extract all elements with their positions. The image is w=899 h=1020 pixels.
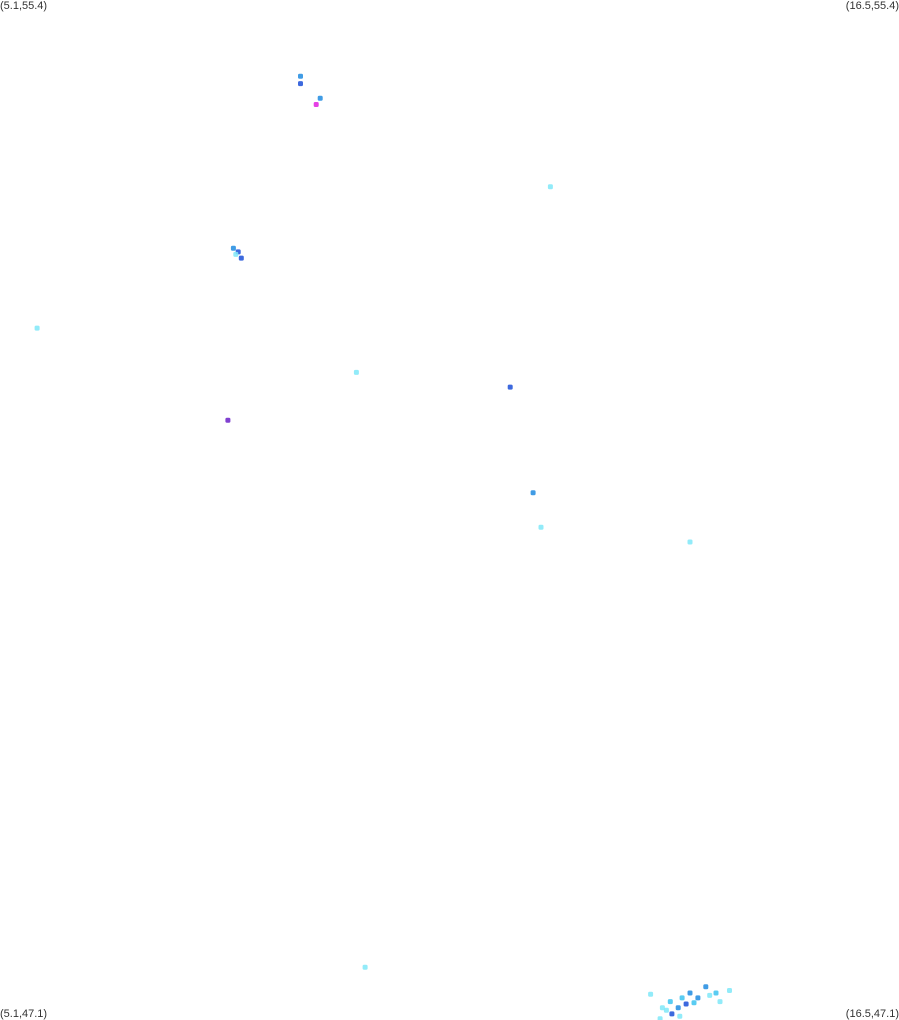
map-point[interactable] <box>547 184 553 190</box>
map-point[interactable] <box>238 255 244 261</box>
map-point[interactable] <box>34 325 40 331</box>
map-point[interactable] <box>695 995 701 1001</box>
map-point[interactable] <box>313 102 319 107</box>
map-point[interactable] <box>659 1005 665 1011</box>
map-point[interactable] <box>687 990 693 996</box>
map-point[interactable] <box>362 964 368 970</box>
map-point[interactable] <box>677 1013 683 1019</box>
corner-label-top-left: (5.1,55.4) <box>0 0 48 12</box>
map-point[interactable] <box>663 1007 669 1013</box>
map-point[interactable] <box>667 999 673 1005</box>
map-point[interactable] <box>507 384 513 390</box>
map-point[interactable] <box>707 992 713 998</box>
map-point[interactable] <box>727 988 732 993</box>
corner-label-bottom-right: (16.5,47.1) <box>845 1008 899 1020</box>
corner-label-bottom-left: (5.1,47.1) <box>0 1008 48 1020</box>
map-point[interactable] <box>683 1001 689 1007</box>
map-point[interactable] <box>713 990 719 996</box>
map-point[interactable] <box>353 369 359 375</box>
map-point[interactable] <box>317 95 323 101</box>
points-layer <box>34 73 732 1020</box>
map-point[interactable] <box>230 245 236 251</box>
map-point[interactable] <box>225 417 231 423</box>
map-point[interactable] <box>703 984 709 990</box>
map-point[interactable] <box>691 1000 697 1006</box>
map-point[interactable] <box>538 524 544 530</box>
map-point[interactable] <box>717 999 723 1005</box>
map-point[interactable] <box>675 1005 681 1011</box>
map-point[interactable] <box>648 991 654 997</box>
map-point[interactable] <box>530 490 536 496</box>
map-point[interactable] <box>298 81 303 87</box>
map-point[interactable] <box>657 1016 663 1020</box>
map-point[interactable] <box>298 73 303 79</box>
corner-label-top-right: (16.5,55.4) <box>845 0 899 12</box>
map-point[interactable] <box>233 251 239 257</box>
map-point[interactable] <box>687 539 693 545</box>
map-point[interactable] <box>669 1011 675 1017</box>
map-point[interactable] <box>679 995 685 1001</box>
